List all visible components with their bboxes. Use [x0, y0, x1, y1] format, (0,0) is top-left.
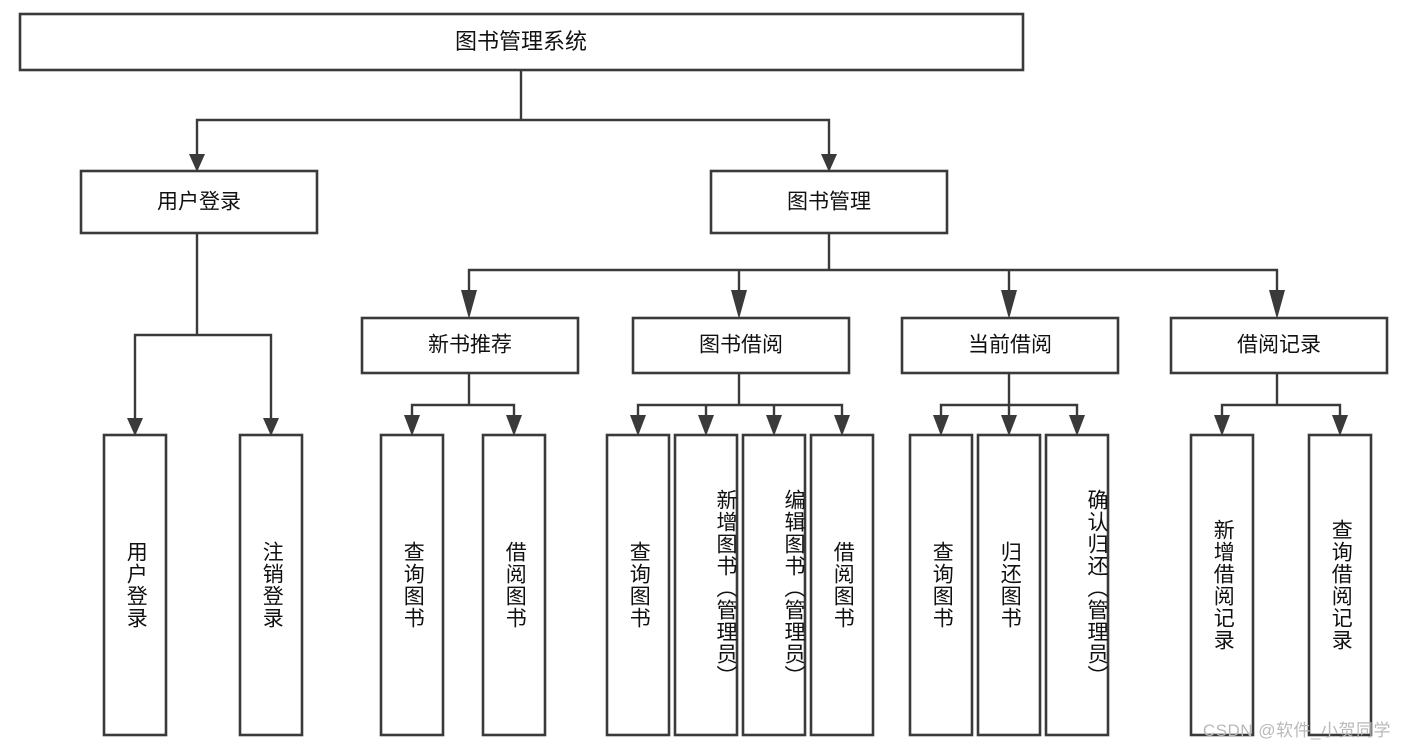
node-book-borrow-label: 图书借阅: [699, 334, 783, 357]
node-root-label: 图书管理系统: [455, 29, 587, 54]
connector-group-book-borrow: [630, 371, 850, 436]
leaf-boxes-book-borrow: [605, 433, 875, 737]
connector-book-manage-children: [467, 231, 1279, 294]
leaf-box-book-borrow-3[interactable]: [809, 433, 875, 737]
node-current-borrow[interactable]: 当前借阅: [900, 316, 1120, 375]
node-book-manage-label: 图书管理: [787, 191, 871, 214]
node-borrow-record[interactable]: 借阅记录: [1169, 316, 1389, 375]
node-root-box[interactable]: [18, 12, 1025, 72]
node-user-login[interactable]: 用户登录: [79, 169, 319, 235]
connector-root-to-level2: [195, 69, 831, 158]
node-current-borrow-box[interactable]: [900, 316, 1120, 375]
leaf-boxes-borrow-record: [1189, 433, 1373, 737]
connector-new-book-children: [410, 371, 516, 422]
leaf-boxes-current-borrow: [908, 433, 1110, 737]
connector-group-book-manage: [461, 231, 1285, 319]
connector-group-borrow-record: [1214, 371, 1348, 436]
arrow-head-borrow-record: [1269, 290, 1285, 319]
connector-group-new-book: [404, 371, 522, 436]
connector-borrow-record-children: [1220, 371, 1342, 422]
leaf-box-current-borrow-1[interactable]: [976, 433, 1042, 737]
node-new-book-recommend[interactable]: 新书推荐: [360, 316, 580, 375]
connector-group-current-borrow: [933, 371, 1085, 436]
arrow-head-leaf-borrow-record-1: [1332, 415, 1348, 436]
leaf-box-book-borrow-2[interactable]: [741, 433, 807, 737]
connector-group-user-login: [127, 231, 279, 436]
connector-user-login-children: [133, 231, 273, 422]
leaf-box-book-borrow-0[interactable]: [605, 433, 671, 737]
arrow-head-book-borrow: [731, 290, 747, 319]
node-borrow-record-label: 借阅记录: [1237, 334, 1321, 357]
leaf-box-borrow-record-1[interactable]: [1307, 433, 1373, 737]
node-current-borrow-label: 当前借阅: [968, 334, 1052, 357]
arrow-head-leaf-new-book-1: [506, 415, 522, 436]
node-book-borrow[interactable]: 图书借阅: [631, 316, 851, 375]
leaf-box-new-book-0[interactable]: [379, 433, 445, 737]
leaf-boxes-new-book-recommend: [379, 433, 547, 737]
node-new-book-recommend-label: 新书推荐: [428, 334, 512, 357]
arrow-head-leaf-user-login-0: [127, 418, 143, 436]
arrow-head-leaf-current-borrow-0: [933, 415, 949, 436]
arrow-head-leaf-book-borrow-2: [766, 415, 782, 436]
node-new-book-recommend-box[interactable]: [360, 316, 580, 375]
connector-book-borrow-children: [636, 371, 844, 422]
node-book-manage[interactable]: 图书管理: [709, 169, 949, 235]
arrow-head-leaf-current-borrow-2: [1069, 415, 1085, 436]
arrow-head-leaf-book-borrow-0: [630, 415, 646, 436]
node-book-borrow-box[interactable]: [631, 316, 851, 375]
arrow-head-leaf-book-borrow-3: [834, 415, 850, 436]
arrow-head-current-borrow: [1001, 290, 1017, 319]
leaf-box-user-login-1[interactable]: [238, 433, 304, 737]
arrow-head-leaf-book-borrow-1: [698, 415, 714, 436]
leaf-box-current-borrow-0[interactable]: [908, 433, 974, 737]
leaf-boxes-user-login: [102, 433, 304, 737]
leaf-box-borrow-record-0[interactable]: [1189, 433, 1255, 737]
arrow-head-book-manage: [821, 154, 837, 172]
node-user-login-label: 用户登录: [157, 191, 241, 214]
arrow-head-leaf-current-borrow-1: [1001, 415, 1017, 436]
leaf-box-user-login-0[interactable]: [102, 433, 168, 737]
leaf-box-new-book-1[interactable]: [481, 433, 547, 737]
connector-group-root: [189, 69, 837, 172]
connector-current-borrow-children: [939, 371, 1079, 422]
arrow-head-new-book: [461, 290, 477, 319]
node-user-login-box[interactable]: [79, 169, 319, 235]
leaf-box-book-borrow-1[interactable]: [673, 433, 739, 737]
leaf-box-current-borrow-2[interactable]: [1044, 433, 1110, 737]
node-borrow-record-box[interactable]: [1169, 316, 1389, 375]
arrow-head-leaf-user-login-1: [263, 418, 279, 436]
arrow-head-user-login: [189, 154, 205, 172]
node-book-manage-box[interactable]: [709, 169, 949, 235]
csdn-watermark: CSDN @软件_小贺同学: [1202, 721, 1391, 740]
node-root[interactable]: 图书管理系统: [18, 12, 1025, 72]
arrow-head-leaf-borrow-record-0: [1214, 415, 1230, 436]
arrow-head-leaf-new-book-0: [404, 415, 420, 436]
